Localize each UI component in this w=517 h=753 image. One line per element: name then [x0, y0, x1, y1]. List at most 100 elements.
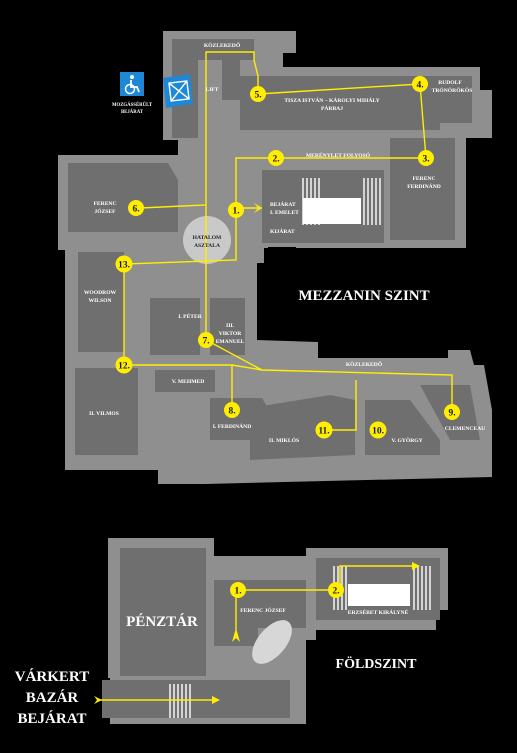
ground-route-arrow-entry: [212, 696, 220, 704]
room-woodrow: [78, 252, 124, 352]
label-ferenc-jozsef-2: JÓZSEF: [94, 207, 116, 215]
label-kijarat: KIJÁRAT: [270, 227, 295, 235]
label-miklos: II. MIKLÓS: [269, 436, 299, 444]
stop-marker-12[interactable]: 12.: [115, 356, 133, 374]
label-clemenceau: CLEMENCEAU: [445, 426, 485, 432]
stop-marker-11[interactable]: 11.: [315, 421, 333, 439]
svg-text:7.: 7.: [202, 337, 209, 347]
stop-marker-1[interactable]: 1.: [228, 202, 244, 218]
stop-marker-9[interactable]: 9.: [444, 404, 460, 420]
mezzanine-route: [123, 51, 453, 431]
entrance-arrow: [94, 696, 102, 704]
label-ferenc-jozsef-ground: FERENC JÓZSEF: [240, 606, 286, 614]
room-gyorgy: [365, 400, 440, 455]
svg-text:1.: 1.: [234, 587, 241, 597]
ground-route-arrow-right: [412, 562, 420, 570]
ground-route-arrow-up: [232, 628, 240, 642]
label-vilmos: II. VILMOS: [89, 411, 119, 417]
mezzanine-labels: KÖZLEKEDŐ TISZA ISTVÁN – KÁROLYI MIHÁLY …: [84, 41, 485, 444]
mezzanine-stops: 1. 2. 3. 4. 5. 6. 7. 8. 9. 10. 11. 12. 1…: [115, 76, 460, 439]
label-ferenc-ferdinand-2: FERDINÁND: [407, 182, 441, 190]
svg-text:6.: 6.: [132, 205, 139, 215]
room-peter: [150, 298, 200, 355]
stop-marker-4[interactable]: 4.: [412, 76, 428, 92]
mezzanine-title: MEZZANIN SZINT: [298, 288, 429, 304]
ground-stop-marker-2[interactable]: 2.: [328, 582, 344, 598]
label-woodrow-2: WILSON: [88, 298, 111, 304]
label-rudolf: RUDOLF: [438, 80, 462, 86]
accessible-label-1: MOZGÁSSÉRÜLT: [112, 102, 153, 108]
label-tisza-2: PÁRBAJ: [321, 104, 343, 112]
room-mehmed: [155, 370, 215, 392]
label-bejarat: BEJÁRAT: [270, 200, 296, 208]
room-ferenc-ferdinand: [390, 138, 455, 240]
wheelchair-icon: [120, 72, 144, 96]
room-vilmos: [75, 368, 138, 455]
label-kozlekedo-right: KÖZLEKEDŐ: [346, 360, 383, 368]
label-woodrow: WOODROW: [84, 290, 117, 296]
label-penztar: PÉNZTÁR: [126, 613, 198, 630]
label-viktor-3: EMANUEL: [216, 339, 245, 345]
label-viktor-2: VIKTOR: [219, 331, 243, 337]
stop-marker-5[interactable]: 5.: [250, 86, 266, 102]
label-viktor: III.: [226, 323, 235, 329]
label-tisza: TISZA ISTVÁN – KÁROLYI MIHÁLY: [284, 96, 379, 104]
svg-text:10.: 10.: [372, 427, 384, 437]
svg-text:12.: 12.: [118, 362, 130, 372]
label-ferenc-ferdinand: FERENC: [413, 176, 436, 182]
entrance-label-3: BEJÁRAT: [18, 710, 87, 727]
statue-oval: [252, 620, 292, 664]
stop-marker-7[interactable]: 7.: [198, 332, 214, 348]
stair-landing-ground: [348, 584, 410, 606]
svg-text:5.: 5.: [254, 91, 261, 101]
label-gyorgy: V. GYÖRGY: [391, 437, 422, 444]
svg-text:2.: 2.: [272, 155, 279, 165]
room-kozlekedo-top: [172, 39, 254, 60]
room-ferenc-jozsef-hall: [68, 163, 178, 232]
stop-marker-10[interactable]: 10.: [369, 421, 387, 439]
svg-text:3.: 3.: [422, 155, 429, 165]
svg-text:1.: 1.: [232, 207, 239, 217]
ground-stop-marker-1[interactable]: 1.: [230, 582, 246, 598]
power-table: [183, 216, 231, 264]
stop-marker-6[interactable]: 6.: [128, 200, 144, 216]
label-merenylet: MERÉNYLET FOLYOSÓ: [306, 151, 371, 159]
ground-title: FÖLDSZINT: [336, 655, 418, 672]
label-bejarat-2: I. EMELET: [270, 210, 299, 216]
entrance-label-1: VÁRKERT: [15, 668, 89, 685]
svg-text:4.: 4.: [416, 81, 423, 91]
stair-landing: [303, 198, 361, 224]
svg-text:13.: 13.: [118, 261, 130, 271]
label-rudolf-2: TRÓNÖRÖKÖS: [432, 86, 473, 94]
label-erzsebet: ERZSÉBET KIRÁLYNÉ: [348, 608, 409, 616]
room-penztar: [120, 548, 206, 676]
svg-text:8.: 8.: [228, 407, 235, 417]
label-mehmed: V. MEHMED: [172, 379, 205, 385]
room-tisza: [240, 76, 472, 130]
room-viktor: [210, 298, 245, 355]
entrance-label-2: BAZÁR: [26, 689, 79, 706]
lift-icon: [163, 74, 193, 108]
label-peter: I. PÉTER: [178, 312, 203, 320]
label-ferdinand: I. FERDINÁND: [213, 422, 252, 430]
ground-stops: 1. 2.: [230, 582, 344, 598]
entry-arrow-mezzanine: [254, 203, 262, 213]
accessible-label-2: BEJÁRAT: [121, 109, 144, 115]
stop-marker-3[interactable]: 3.: [418, 150, 434, 166]
stop-marker-8[interactable]: 8.: [224, 402, 240, 418]
svg-text:2.: 2.: [332, 587, 339, 597]
lift-label: LIFT: [205, 87, 218, 93]
mezzanine-floor: [58, 31, 492, 484]
stop-marker-13[interactable]: 13.: [115, 255, 133, 273]
label-hatalom: HATALOM: [193, 235, 222, 241]
stop-marker-2[interactable]: 2.: [268, 150, 284, 166]
ground-floor: [102, 538, 448, 724]
room-lift-block: [222, 60, 240, 100]
room-miklos: [250, 395, 355, 460]
label-ferenc-jozsef: FERENC: [94, 201, 117, 207]
label-hatalom-2: ASZTALA: [194, 243, 220, 249]
label-kozlekedo-top: KÖZLEKEDŐ: [204, 41, 241, 49]
room-lower-hall: [102, 680, 290, 718]
